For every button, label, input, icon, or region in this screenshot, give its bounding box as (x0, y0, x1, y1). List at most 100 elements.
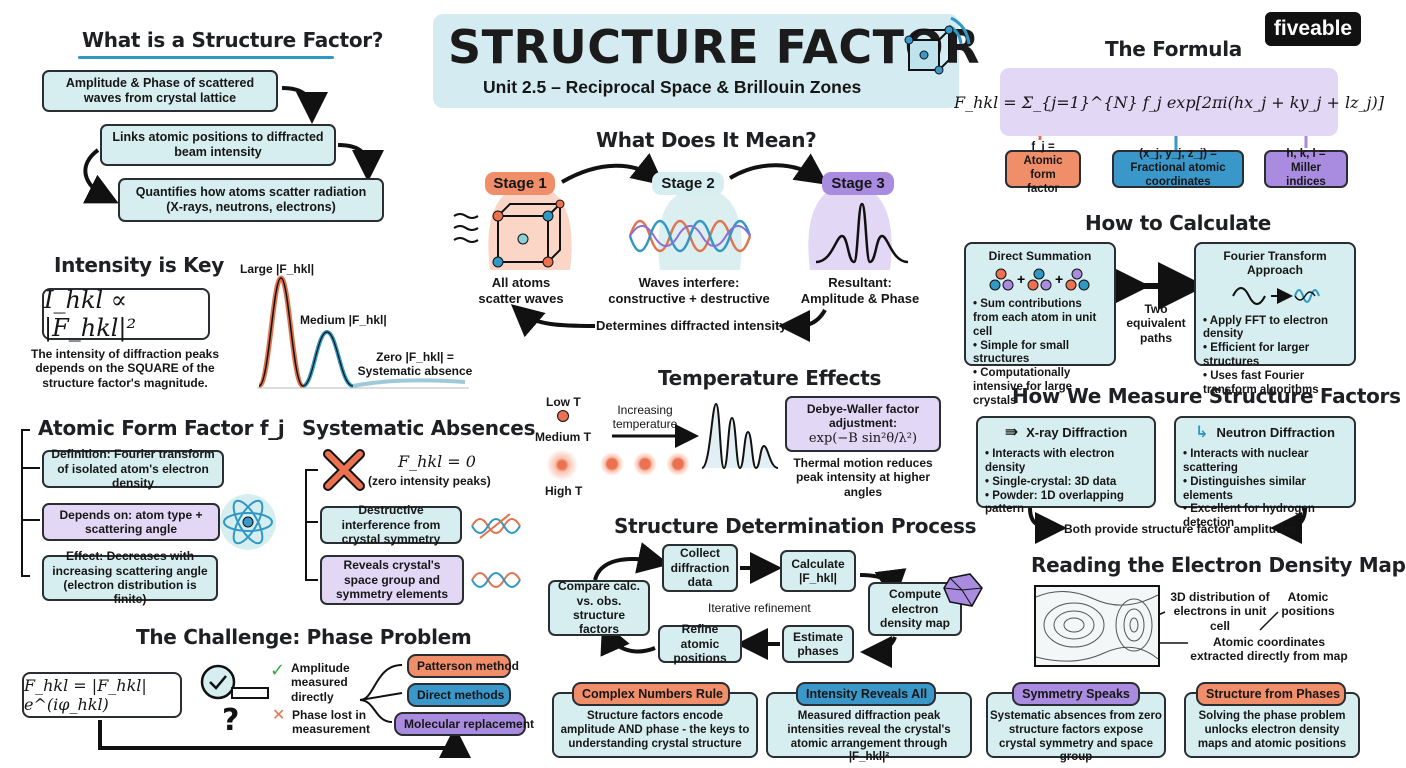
large-label: Large |F_hkl| (240, 262, 315, 276)
xray-card: ⇛ X-ray Diffraction Interacts with elect… (976, 416, 1156, 515)
header-banner (433, 14, 959, 108)
low-t-label: Low T (546, 395, 581, 409)
interference-waves-icon (471, 513, 521, 588)
legend-coordinates: (x_j, y_j, z_j) = Fractional atomic coor… (1112, 148, 1244, 188)
step-compare: Compare calc. vs. obs. structure factors (548, 579, 650, 636)
neutron-bullet-3: Excellent for hydrogen detection (1183, 503, 1347, 531)
subtitle: Unit 2.5 – Reciprocal Space & Brillouin … (483, 77, 862, 97)
what-is-heading: What is a Structure Factor? (82, 28, 384, 52)
neutron-card: ↳ Neutron Diffraction Interacts with nuc… (1174, 416, 1356, 529)
atomic-form-effect: Effect: Decreases with increasing scatte… (42, 549, 218, 606)
high-t-label: High T (545, 484, 583, 498)
debye-waller-box: Debye-Waller factor adjustment: exp(−B s… (785, 396, 941, 452)
electron-density-map (1034, 585, 1160, 667)
svg-text:+: + (1017, 271, 1025, 287)
molecular-replacement: Molecular replacement (394, 712, 534, 736)
intensity-description: The intensity of diffraction peaks depen… (30, 347, 220, 390)
stage-3-label: Stage 3 (822, 172, 894, 195)
formula-heading: The Formula (1105, 37, 1242, 61)
atom-icon (220, 494, 276, 550)
step-refine: Refine atomic positions (658, 622, 742, 665)
phase-formula: F_hkl = |F_hkl| e^(iφ_hkl) (22, 672, 182, 718)
temperature-peaks-graphic (701, 402, 779, 470)
vibrating-atoms (600, 452, 690, 476)
amplitude-measured-text: Amplitude measured directly (291, 661, 350, 704)
xray-icon: ⇛ (1004, 424, 1019, 441)
what-is-item-2: Links atomic positions to diffracted bea… (100, 124, 336, 166)
patterson-method: Patterson method (407, 654, 519, 678)
cross-icon (323, 449, 365, 491)
xray-bullet-2: Single-crystal: 3D data (985, 476, 1147, 490)
direct-bullet-2: Simple for small structures (973, 340, 1107, 368)
main-title: STRUCTURE FACTOR (448, 20, 981, 74)
atomic-form-definition: Definition: Fourier transform of isolate… (42, 447, 224, 490)
xray-bullet-3: Powder: 1D overlapping pattern (985, 490, 1147, 518)
direct-bullet-3: Computationally intensive for large crys… (973, 367, 1107, 408)
density-label-2: Atomic positions (1281, 590, 1335, 619)
check-icon: ✓ (270, 660, 286, 680)
resultant-peaks-graphic (815, 202, 909, 264)
increasing-temperature-text: Increasing temperature (612, 403, 678, 432)
what-is-item-1: Amplitude & Phase of scattered waves fro… (42, 70, 278, 112)
low-t-atom (557, 410, 569, 422)
density-polyhedron-icon (943, 573, 983, 607)
svg-text:+: + (1055, 271, 1063, 287)
svg-text:?: ? (222, 703, 239, 738)
takeaway-text-1: Structure factors encode amplitude AND p… (560, 710, 750, 750)
stage-1-label: Stage 1 (485, 172, 555, 195)
takeaway-tag-3: Symmetry Speaks (1012, 682, 1140, 706)
phase-lost-text: Phase lost in measurement (292, 708, 371, 737)
debye-waller-formula: exp(−B sin²θ/λ²) (808, 430, 918, 446)
medium-t-label: Medium T (535, 430, 591, 444)
step-estimate: Estimate phases (782, 625, 854, 663)
stage-2-text: Waves interfere: constructive + destruct… (608, 275, 770, 306)
scattering-crystal-graphic (453, 199, 565, 268)
fourier-bullet-3: Uses fast Fourier transform algorithms (1203, 370, 1347, 398)
fourier-card: Fourier Transform Approach Apply FFT to … (1194, 242, 1356, 396)
direct-summation-title: Direct Summation (988, 249, 1092, 263)
step-collect: Collect diffraction data (662, 544, 738, 592)
direct-bullet-1: Sum contributions from each atom in unit… (973, 298, 1107, 339)
meaning-return-text: Determines diffracted intensity (596, 318, 787, 333)
phase-problem-heading: The Challenge: Phase Problem (136, 625, 472, 649)
process-heading: Structure Determination Process (614, 514, 977, 538)
absences-item-2: Reveals crystal's space group and symmet… (320, 555, 464, 605)
meaning-heading: What Does It Mean? (596, 128, 817, 152)
density-label-1: 3D distribution of electrons in unit cel… (1170, 590, 1270, 633)
main-formula: F_hkl = Σ_{j=1}^{N} f_j exp[2πi(hx_j + k… (954, 68, 1384, 136)
intensity-heading: Intensity is Key (54, 253, 225, 277)
fiveable-logo[interactable]: fiveable (1265, 12, 1361, 46)
debye-waller-title: Debye-Waller factor adjustment: (806, 401, 920, 431)
neutron-bullet-2: Distinguishes similar elements (1183, 476, 1347, 504)
two-paths-text: Two equivalent paths (1126, 302, 1186, 345)
atomic-form-heading: Atomic Form Factor f_j (38, 416, 285, 440)
measure-heading: How We Measure Structure Factors (1012, 384, 1401, 408)
high-t-atom (545, 450, 579, 480)
both-provide-text: Both provide structure factor amplitudes (1064, 522, 1297, 536)
fourier-title: Fourier Transform Approach (1223, 249, 1327, 278)
takeaway-tag-1: Complex Numbers Rule (572, 682, 730, 706)
interfering-waves-graphic (628, 219, 752, 253)
takeaway-text-3: Systematic absences from zero structure … (990, 710, 1162, 764)
direct-summation-card: Direct Summation + + Sum contributions f… (964, 242, 1116, 407)
takeaway-tag-4: Structure from Phases (1196, 682, 1346, 706)
cross-small-icon: ✕ (272, 707, 286, 724)
step-calculate: Calculate |F_hkl| (780, 550, 856, 592)
absences-formula: F_hkl = 0 (398, 452, 476, 471)
temperature-heading: Temperature Effects (658, 366, 882, 390)
neutron-bullet-1: Interacts with nuclear scattering (1183, 448, 1347, 476)
atom-sum-icon: + + (989, 268, 1090, 291)
density-map-heading: Reading the Electron Density Map (1031, 553, 1406, 577)
legend-form-factor: f_j = Atomic form factor (1005, 141, 1081, 195)
what-is-item-3: Quantifies how atoms scatter radiation (… (118, 178, 384, 222)
iterative-refinement-text: Iterative refinement (708, 601, 811, 615)
takeaway-text-4: Solving the phase problem unlocks electr… (1197, 710, 1347, 750)
crystal-lattice-icon (904, 16, 971, 75)
takeaway-text-2: Measured diffraction peak intensities re… (787, 710, 951, 764)
xray-bullet-1: Interacts with electron density (985, 448, 1147, 476)
atomic-form-depends: Depends on: atom type + scattering angle (42, 503, 220, 541)
stage-3-text: Resultant: Amplitude & Phase (800, 275, 920, 306)
takeaway-tag-2: Intensity Reveals All (796, 682, 936, 706)
temperature-note: Thermal motion reduces peak intensity at… (793, 456, 933, 499)
medium-label: Medium |F_hkl| (300, 313, 387, 327)
